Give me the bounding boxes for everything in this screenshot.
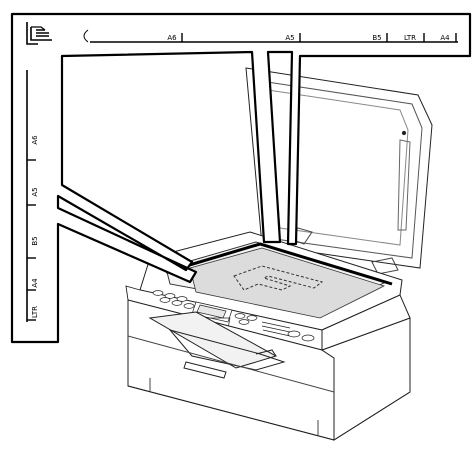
top-mark-ltr: LTR — [404, 34, 416, 42]
callout-frame — [10, 12, 472, 344]
glass-guide-edges — [165, 242, 393, 286]
top-ruler: A6 A5 B5 LTR A4 — [26, 22, 458, 45]
top-mark-b5: B5 — [372, 34, 381, 42]
side-ruler: A6 A5 B5 A4 LTR — [26, 70, 39, 322]
side-mark-a6: A6 — [31, 135, 39, 145]
document-placement-icon — [26, 22, 52, 45]
top-mark-a4: A4 — [440, 34, 450, 42]
top-mark-a6: A6 — [167, 34, 177, 42]
side-mark-b5: B5 — [31, 236, 39, 245]
side-mark-a4: A4 — [31, 278, 39, 288]
top-mark-a5: A5 — [285, 34, 294, 42]
side-mark-a5: A5 — [31, 187, 39, 196]
side-mark-ltr: LTR — [31, 306, 39, 318]
document-on-glass — [189, 247, 386, 319]
printer-lower-body — [127, 294, 411, 441]
